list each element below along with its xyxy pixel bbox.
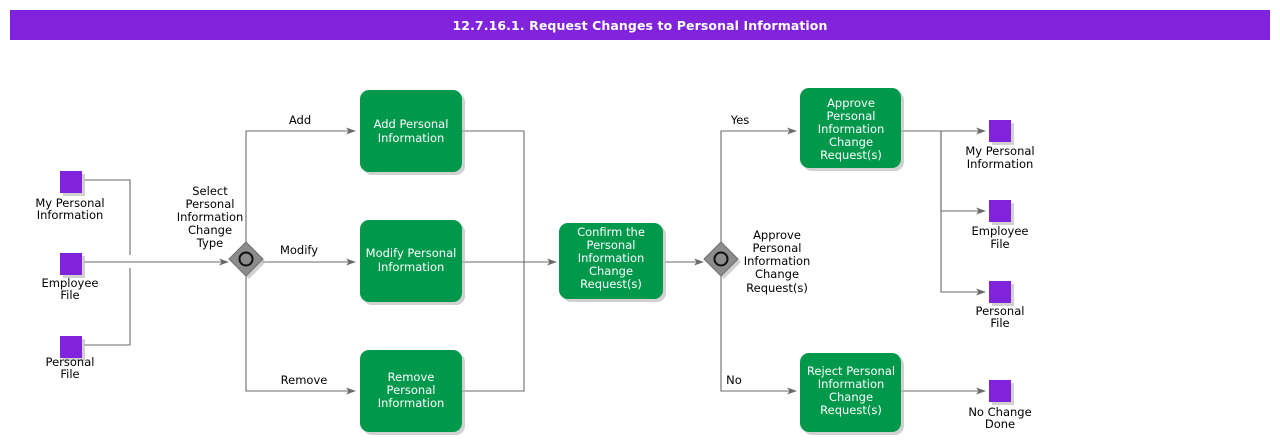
data-object-label-line2: File xyxy=(60,367,79,381)
task-label-line-1: Modify Personal xyxy=(366,246,457,260)
gateway-label-line-2: Personal xyxy=(186,197,235,211)
edge-label-yes: Yes xyxy=(730,113,750,127)
task-box xyxy=(360,350,462,432)
edge-label-remove: Remove xyxy=(281,373,328,387)
data-object-label-line1: My Personal xyxy=(35,196,104,210)
task-label-line-2: Information xyxy=(378,131,445,145)
gateway-label-line-4: Change xyxy=(188,223,232,237)
task-box xyxy=(800,88,901,168)
task-label-line-4: Request(s) xyxy=(820,403,882,417)
task-modify-personal-information[interactable]: Modify Personal Information xyxy=(360,220,465,305)
task-label-line-1: Add Personal xyxy=(374,117,449,131)
diagram-title-bar: 12.7.16.1. Request Changes to Personal I… xyxy=(10,10,1270,40)
gateway-label-line-5: Request(s) xyxy=(746,281,808,295)
task-box xyxy=(360,90,462,172)
task-label-line-1: Confirm the xyxy=(577,225,645,239)
gateway-select-change-type[interactable]: Select Personal Information Change Type xyxy=(177,184,266,279)
data-object-icon xyxy=(60,336,82,358)
task-label-line-3: Information xyxy=(818,122,885,136)
page-title: 12.7.16.1. Request Changes to Personal I… xyxy=(452,17,828,33)
data-object-out-no-change-done[interactable]: No Change Done xyxy=(968,380,1032,431)
task-label-line-3: Change xyxy=(829,390,873,404)
edge-my-personal-information-to-gateway1 xyxy=(84,179,131,255)
data-object-icon xyxy=(989,200,1011,222)
data-object-label-line1: No Change xyxy=(968,405,1031,419)
data-object-my-personal-information[interactable]: My Personal Information xyxy=(35,171,105,222)
data-object-label-line1: My Personal xyxy=(965,144,1034,158)
data-object-label-line1: Personal xyxy=(46,355,95,369)
gateway-label-line-4: Change xyxy=(755,267,799,281)
task-label-line-1: Remove xyxy=(388,370,435,384)
data-object-icon xyxy=(60,171,82,193)
data-object-icon xyxy=(60,253,82,275)
task-label-line-2: Personal xyxy=(587,238,636,252)
data-object-label-line2: Information xyxy=(37,208,104,222)
output-data-objects: My Personal Information Employee File Pe… xyxy=(965,120,1035,431)
data-object-label-line2: File xyxy=(990,237,1009,251)
task-box xyxy=(800,353,901,432)
data-object-out-employee-file[interactable]: Employee File xyxy=(972,200,1029,251)
task-confirm-change-request[interactable]: Confirm the Personal Information Change … xyxy=(559,223,666,302)
task-approve-change-request[interactable]: Approve Personal Information Change Requ… xyxy=(800,88,904,171)
data-object-out-my-personal-information[interactable]: My Personal Information xyxy=(965,120,1035,171)
connector-layer xyxy=(84,127,986,395)
inclusive-gateway-circle-icon xyxy=(238,251,254,267)
task-label-line-1: Reject Personal xyxy=(807,364,895,378)
edge-label-add: Add xyxy=(289,113,311,127)
edge-gateway1-to-add xyxy=(245,127,356,250)
data-object-personal-file[interactable]: Personal File xyxy=(46,336,95,381)
edge-remove-to-merge xyxy=(462,262,525,392)
edge-personal-file-to-gateway1 xyxy=(84,268,131,346)
task-add-personal-information[interactable]: Add Personal Information xyxy=(360,90,465,175)
data-object-label-line1: Personal xyxy=(976,304,1025,318)
data-object-icon xyxy=(989,120,1011,142)
gateway-label-line-1: Select xyxy=(192,184,228,198)
task-label-line-1: Approve xyxy=(827,96,875,110)
data-object-label-line2: File xyxy=(990,316,1009,330)
edge-approve-to-personal-file xyxy=(940,131,986,296)
gateway-label-line-3: Information xyxy=(177,210,244,224)
input-data-objects: My Personal Information Employee File Pe… xyxy=(35,171,105,381)
data-object-label-line1: Employee xyxy=(972,224,1029,238)
task-label-line-3: Information xyxy=(378,396,445,410)
task-reject-change-request[interactable]: Reject Personal Information Change Reque… xyxy=(800,353,904,435)
data-object-label-line2: Information xyxy=(967,157,1034,171)
edge-gateway2-yes-to-approve xyxy=(720,127,797,250)
data-object-label-line2: Done xyxy=(985,417,1015,431)
gateway-label-line-3: Information xyxy=(744,254,811,268)
task-label-line-2: Information xyxy=(818,377,885,391)
edge-gateway2-no-to-reject xyxy=(720,274,797,395)
gateway-diamond-icon xyxy=(228,241,264,277)
edge-approve-to-employee-file xyxy=(940,131,986,215)
edge-add-to-merge xyxy=(462,130,525,262)
task-box xyxy=(360,220,462,302)
task-label-line-2: Personal xyxy=(387,383,436,397)
data-object-label-line1: Employee xyxy=(42,276,99,290)
data-object-out-personal-file[interactable]: Personal File xyxy=(976,281,1025,330)
edge-gateway1-to-remove xyxy=(245,274,356,395)
task-label-line-2: Personal xyxy=(827,109,876,123)
data-object-icon xyxy=(989,281,1011,303)
task-label-line-4: Change xyxy=(589,264,633,278)
task-remove-personal-information[interactable]: Remove Personal Information xyxy=(360,350,465,435)
gateway-label-line-5: Type xyxy=(196,236,223,250)
task-box xyxy=(559,223,663,299)
edge-label-modify: Modify xyxy=(280,243,318,257)
task-label-line-5: Request(s) xyxy=(580,277,642,291)
gateway-label-line-1: Approve xyxy=(753,228,801,242)
gateway-approve-change-request[interactable]: Approve Personal Information Change Requ… xyxy=(703,228,811,295)
inclusive-gateway-circle-icon xyxy=(713,251,729,267)
gateway-diamond-icon xyxy=(703,241,739,277)
edge-label-no: No xyxy=(726,373,742,387)
data-object-icon xyxy=(989,380,1011,402)
task-label-line-3: Information xyxy=(578,251,645,265)
data-object-label-line2: File xyxy=(60,288,79,302)
data-object-employee-file[interactable]: Employee File xyxy=(42,253,99,302)
gateway-label-line-2: Personal xyxy=(753,241,802,255)
task-label-line-4: Change xyxy=(829,135,873,149)
task-label-line-2: Information xyxy=(378,260,445,274)
task-label-line-5: Request(s) xyxy=(820,148,882,162)
